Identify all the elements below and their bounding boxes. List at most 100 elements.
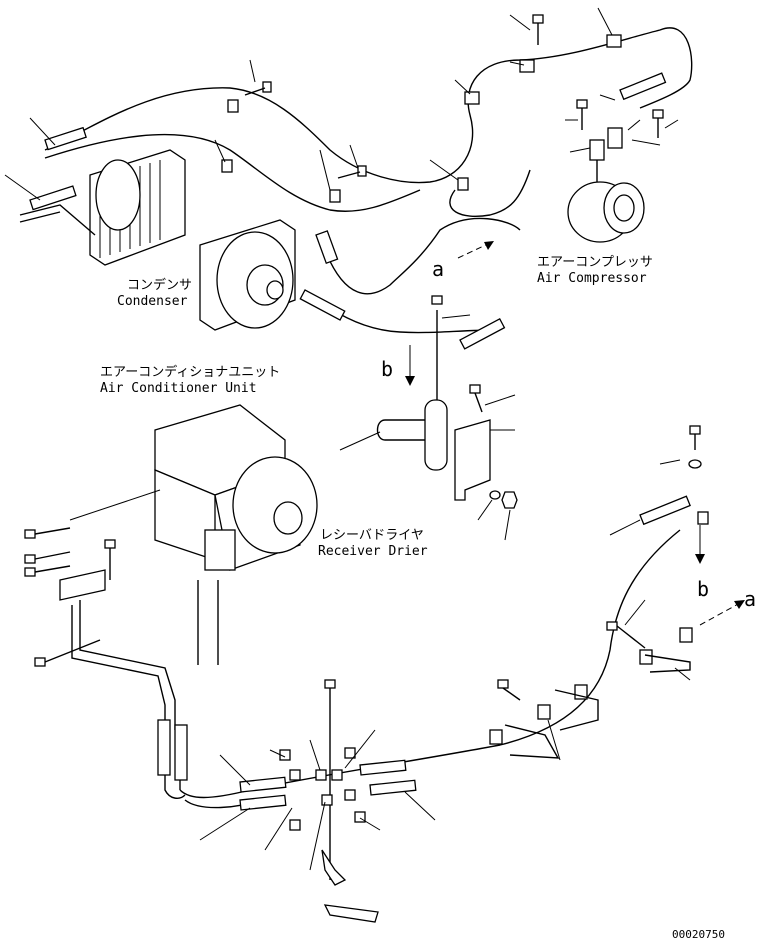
clamp bbox=[221, 159, 233, 173]
ref-a-right: a bbox=[744, 587, 756, 611]
condenser-label-en: Condenser bbox=[117, 294, 188, 309]
condenser-pipe bbox=[19, 204, 96, 236]
nut bbox=[501, 491, 518, 509]
bracket bbox=[554, 689, 599, 731]
ac-blower-housing bbox=[232, 456, 318, 554]
compressor-label-en: Air Compressor bbox=[537, 271, 647, 286]
washer bbox=[489, 490, 501, 500]
receiver-label-jp: レシーバドライヤ bbox=[320, 528, 424, 543]
ac-unit-label-jp: エアーコンディショナユニット bbox=[100, 364, 280, 380]
compressor-assembly bbox=[567, 127, 645, 243]
clamp bbox=[639, 649, 653, 665]
receiver-drier-body bbox=[424, 399, 448, 471]
drain-valve bbox=[321, 849, 347, 886]
clamp bbox=[329, 189, 341, 203]
receiver-drier-assembly bbox=[376, 310, 518, 509]
mount-plate bbox=[59, 569, 106, 601]
bolt bbox=[431, 295, 443, 305]
discharge-hose bbox=[44, 27, 693, 184]
bolt bbox=[576, 99, 588, 130]
fitting bbox=[697, 511, 709, 525]
hose-sleeve bbox=[29, 185, 77, 211]
clamp bbox=[519, 59, 535, 73]
bolt bbox=[606, 621, 646, 649]
bolt bbox=[24, 565, 71, 577]
bolt bbox=[469, 384, 483, 413]
fitting bbox=[289, 819, 301, 831]
fitting bbox=[344, 747, 356, 759]
compressor-fitting-2 bbox=[607, 127, 623, 149]
clamp bbox=[227, 99, 239, 113]
ref-a-top: a bbox=[432, 257, 444, 281]
hose-sleeve bbox=[239, 776, 287, 793]
fitting bbox=[321, 794, 333, 806]
bolt bbox=[244, 81, 272, 96]
drain-bracket bbox=[323, 904, 379, 923]
bolt bbox=[104, 539, 116, 580]
ac-blower-hub bbox=[273, 501, 303, 535]
fitting bbox=[289, 769, 301, 781]
hose-sleeve bbox=[459, 317, 506, 350]
bolt bbox=[652, 109, 664, 138]
clamps bbox=[221, 34, 693, 745]
bolt bbox=[497, 679, 521, 701]
ac-unit-box bbox=[204, 529, 236, 571]
bolt bbox=[324, 679, 336, 880]
fitting bbox=[331, 769, 343, 781]
clamp bbox=[537, 704, 551, 720]
condenser-assembly bbox=[19, 149, 186, 266]
clamp bbox=[679, 627, 693, 643]
bolt bbox=[337, 165, 367, 179]
fitting bbox=[315, 769, 327, 781]
bolt bbox=[24, 551, 71, 564]
bolt bbox=[532, 14, 544, 45]
left-pipe-1 bbox=[79, 600, 176, 730]
hose-sleeve bbox=[619, 72, 667, 101]
hose-sleeve bbox=[174, 724, 188, 781]
receiver-bracket bbox=[454, 419, 491, 501]
hose-sleeve bbox=[639, 495, 691, 526]
bolt bbox=[689, 425, 701, 450]
hose-sleeve bbox=[44, 126, 87, 151]
hose-sleeve bbox=[299, 289, 346, 321]
arrow-a-right bbox=[699, 602, 741, 626]
ac-unit-label-en: Air Conditioner Unit bbox=[100, 381, 257, 396]
arrow-a-top bbox=[457, 242, 491, 259]
hose-fittings bbox=[29, 72, 709, 923]
clamp bbox=[606, 34, 622, 48]
washer bbox=[688, 459, 702, 469]
clamp bbox=[464, 91, 480, 105]
hose-sleeve bbox=[239, 794, 287, 811]
left-pipe-2 bbox=[71, 605, 166, 730]
receiver-drier-pipe bbox=[376, 419, 425, 441]
leader-lines bbox=[4, 7, 691, 871]
condenser-fan bbox=[95, 159, 141, 231]
ref-b-right: b bbox=[697, 577, 709, 601]
clamp bbox=[489, 729, 503, 745]
suction-hose bbox=[449, 169, 531, 217]
hose-sleeve bbox=[359, 759, 407, 776]
bracket bbox=[644, 654, 691, 673]
ref-b-top: b bbox=[381, 357, 393, 381]
receiver-label-en: Receiver Drier bbox=[318, 544, 428, 559]
bolt bbox=[24, 527, 71, 539]
hose-sleeve bbox=[369, 779, 417, 796]
blower-assembly bbox=[199, 219, 296, 331]
bolts bbox=[24, 14, 702, 880]
lower-hose bbox=[179, 529, 681, 799]
lower-brackets bbox=[59, 569, 691, 759]
compressor-fitting-1 bbox=[589, 139, 605, 161]
bolt bbox=[34, 639, 101, 667]
condenser-receiver-hose bbox=[324, 217, 521, 295]
fitting bbox=[344, 789, 356, 801]
ac-unit-assembly bbox=[154, 404, 318, 571]
clamp bbox=[457, 177, 469, 191]
hose-sleeve bbox=[157, 719, 171, 776]
direction-arrows bbox=[405, 241, 745, 626]
condenser-label-jp: コンデンサ bbox=[127, 277, 192, 293]
hose-sleeve bbox=[315, 230, 339, 265]
left-pipe-3 bbox=[164, 760, 186, 799]
condenser-hose-upper bbox=[44, 133, 421, 212]
